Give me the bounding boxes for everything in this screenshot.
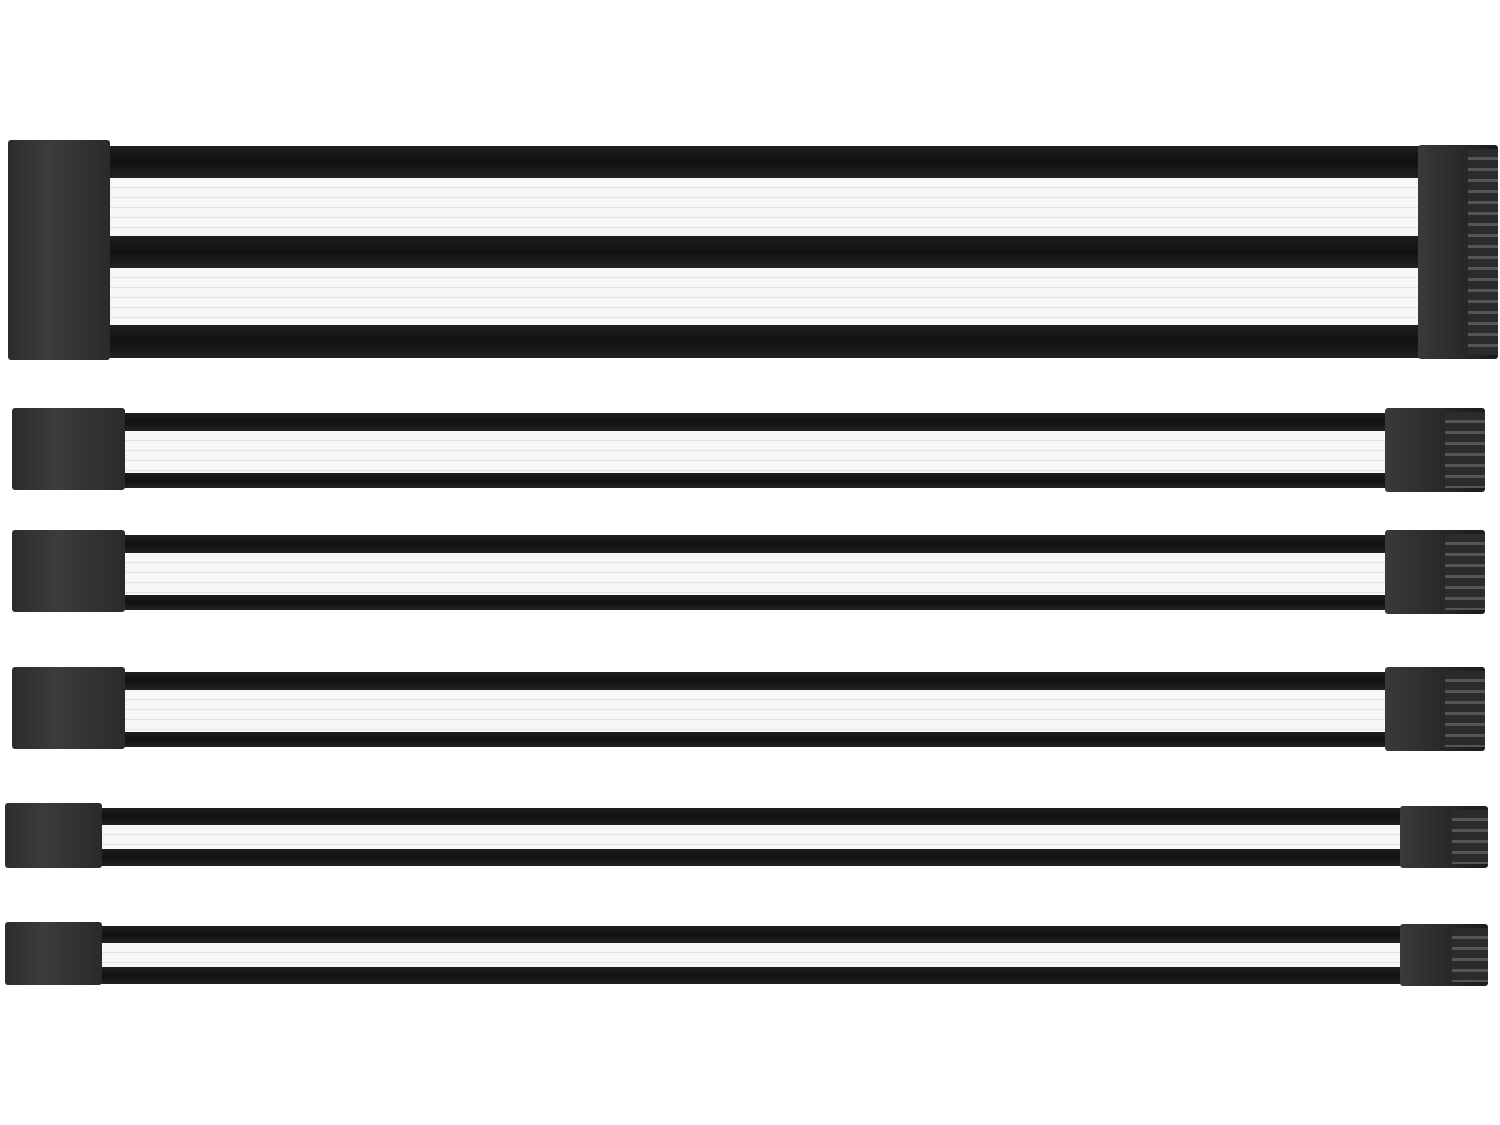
female-connector — [5, 803, 102, 868]
female-connector — [12, 530, 125, 612]
sleeve-body — [98, 808, 1418, 866]
black-sleeve-strand — [115, 595, 1395, 610]
connector-pins — [1445, 534, 1485, 610]
black-sleeve-strand — [115, 413, 1395, 431]
white-sleeve-strand — [115, 553, 1395, 595]
black-sleeve-strand — [115, 672, 1395, 690]
white-sleeve-strand — [115, 690, 1395, 732]
black-sleeve-strand — [100, 325, 1420, 358]
black-sleeve-strand — [115, 535, 1395, 553]
white-sleeve-strand — [115, 431, 1395, 473]
male-connector — [1385, 530, 1485, 614]
connector-pins — [1445, 671, 1485, 747]
black-sleeve-strand — [115, 473, 1395, 488]
male-connector — [1400, 924, 1488, 986]
connector-pins — [1445, 412, 1485, 488]
female-connector — [12, 667, 125, 749]
sleeve-body — [98, 926, 1418, 984]
female-connector — [12, 408, 125, 490]
sleeve-body — [115, 535, 1395, 610]
sleeve-body — [115, 413, 1395, 488]
white-sleeve-strand — [100, 178, 1420, 236]
white-sleeve-strand — [100, 268, 1420, 325]
white-sleeve-strand — [98, 825, 1418, 849]
male-connector — [1385, 408, 1485, 492]
black-sleeve-strand — [100, 236, 1420, 268]
black-sleeve-strand — [100, 146, 1420, 178]
connector-pins — [1452, 928, 1488, 982]
sleeve-body — [115, 672, 1395, 747]
black-sleeve-strand — [115, 732, 1395, 747]
black-sleeve-strand — [98, 849, 1418, 866]
black-sleeve-strand — [98, 926, 1418, 943]
female-connector — [5, 922, 102, 985]
male-connector — [1400, 806, 1488, 868]
male-connector — [1418, 145, 1498, 359]
female-connector — [8, 140, 110, 360]
connector-pins — [1452, 810, 1488, 864]
connector-pins — [1468, 149, 1498, 355]
black-sleeve-strand — [98, 808, 1418, 825]
sleeve-body — [100, 146, 1420, 358]
white-sleeve-strand — [98, 943, 1418, 967]
male-connector — [1385, 667, 1485, 751]
black-sleeve-strand — [98, 967, 1418, 984]
